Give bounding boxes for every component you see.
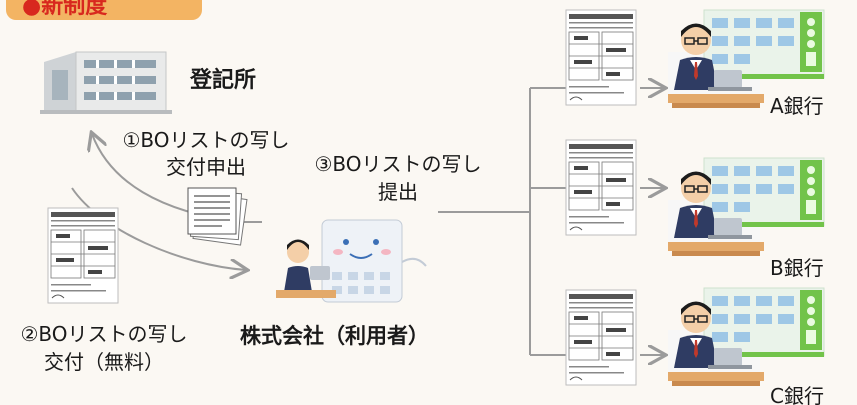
step2-line2: 交付（無料）	[44, 350, 164, 374]
company-label: 株式会社（利用者）	[240, 324, 429, 348]
step2-line1: ②BOリストの写し	[20, 322, 188, 346]
bank-b-doc	[565, 139, 637, 236]
step2-arrow	[71, 187, 246, 270]
header-banner	[6, 0, 202, 20]
step3-line1: ③BOリストの写し	[314, 152, 482, 176]
bank-c-clerk-icon	[667, 287, 825, 387]
step1-line1: ①BOリストの写し	[122, 128, 290, 152]
bank-c-doc	[565, 289, 637, 386]
bank-a-doc	[565, 9, 637, 106]
header-title: ●新制度	[22, 0, 108, 19]
issued-bo-list-doc	[47, 207, 119, 304]
bank-a-label: A銀行	[770, 94, 824, 118]
registry-label: 登記所	[190, 68, 257, 93]
bank-c-label: C銀行	[770, 384, 824, 405]
step1-line2: 交付申出	[166, 155, 246, 179]
step3-line2: 提出	[378, 180, 418, 204]
paper-stack-icon	[187, 187, 248, 246]
bank-b-clerk-icon	[667, 157, 825, 257]
company-illustration	[276, 219, 427, 303]
bank-b-label: B銀行	[770, 256, 824, 280]
registry-building-icon	[40, 51, 172, 114]
